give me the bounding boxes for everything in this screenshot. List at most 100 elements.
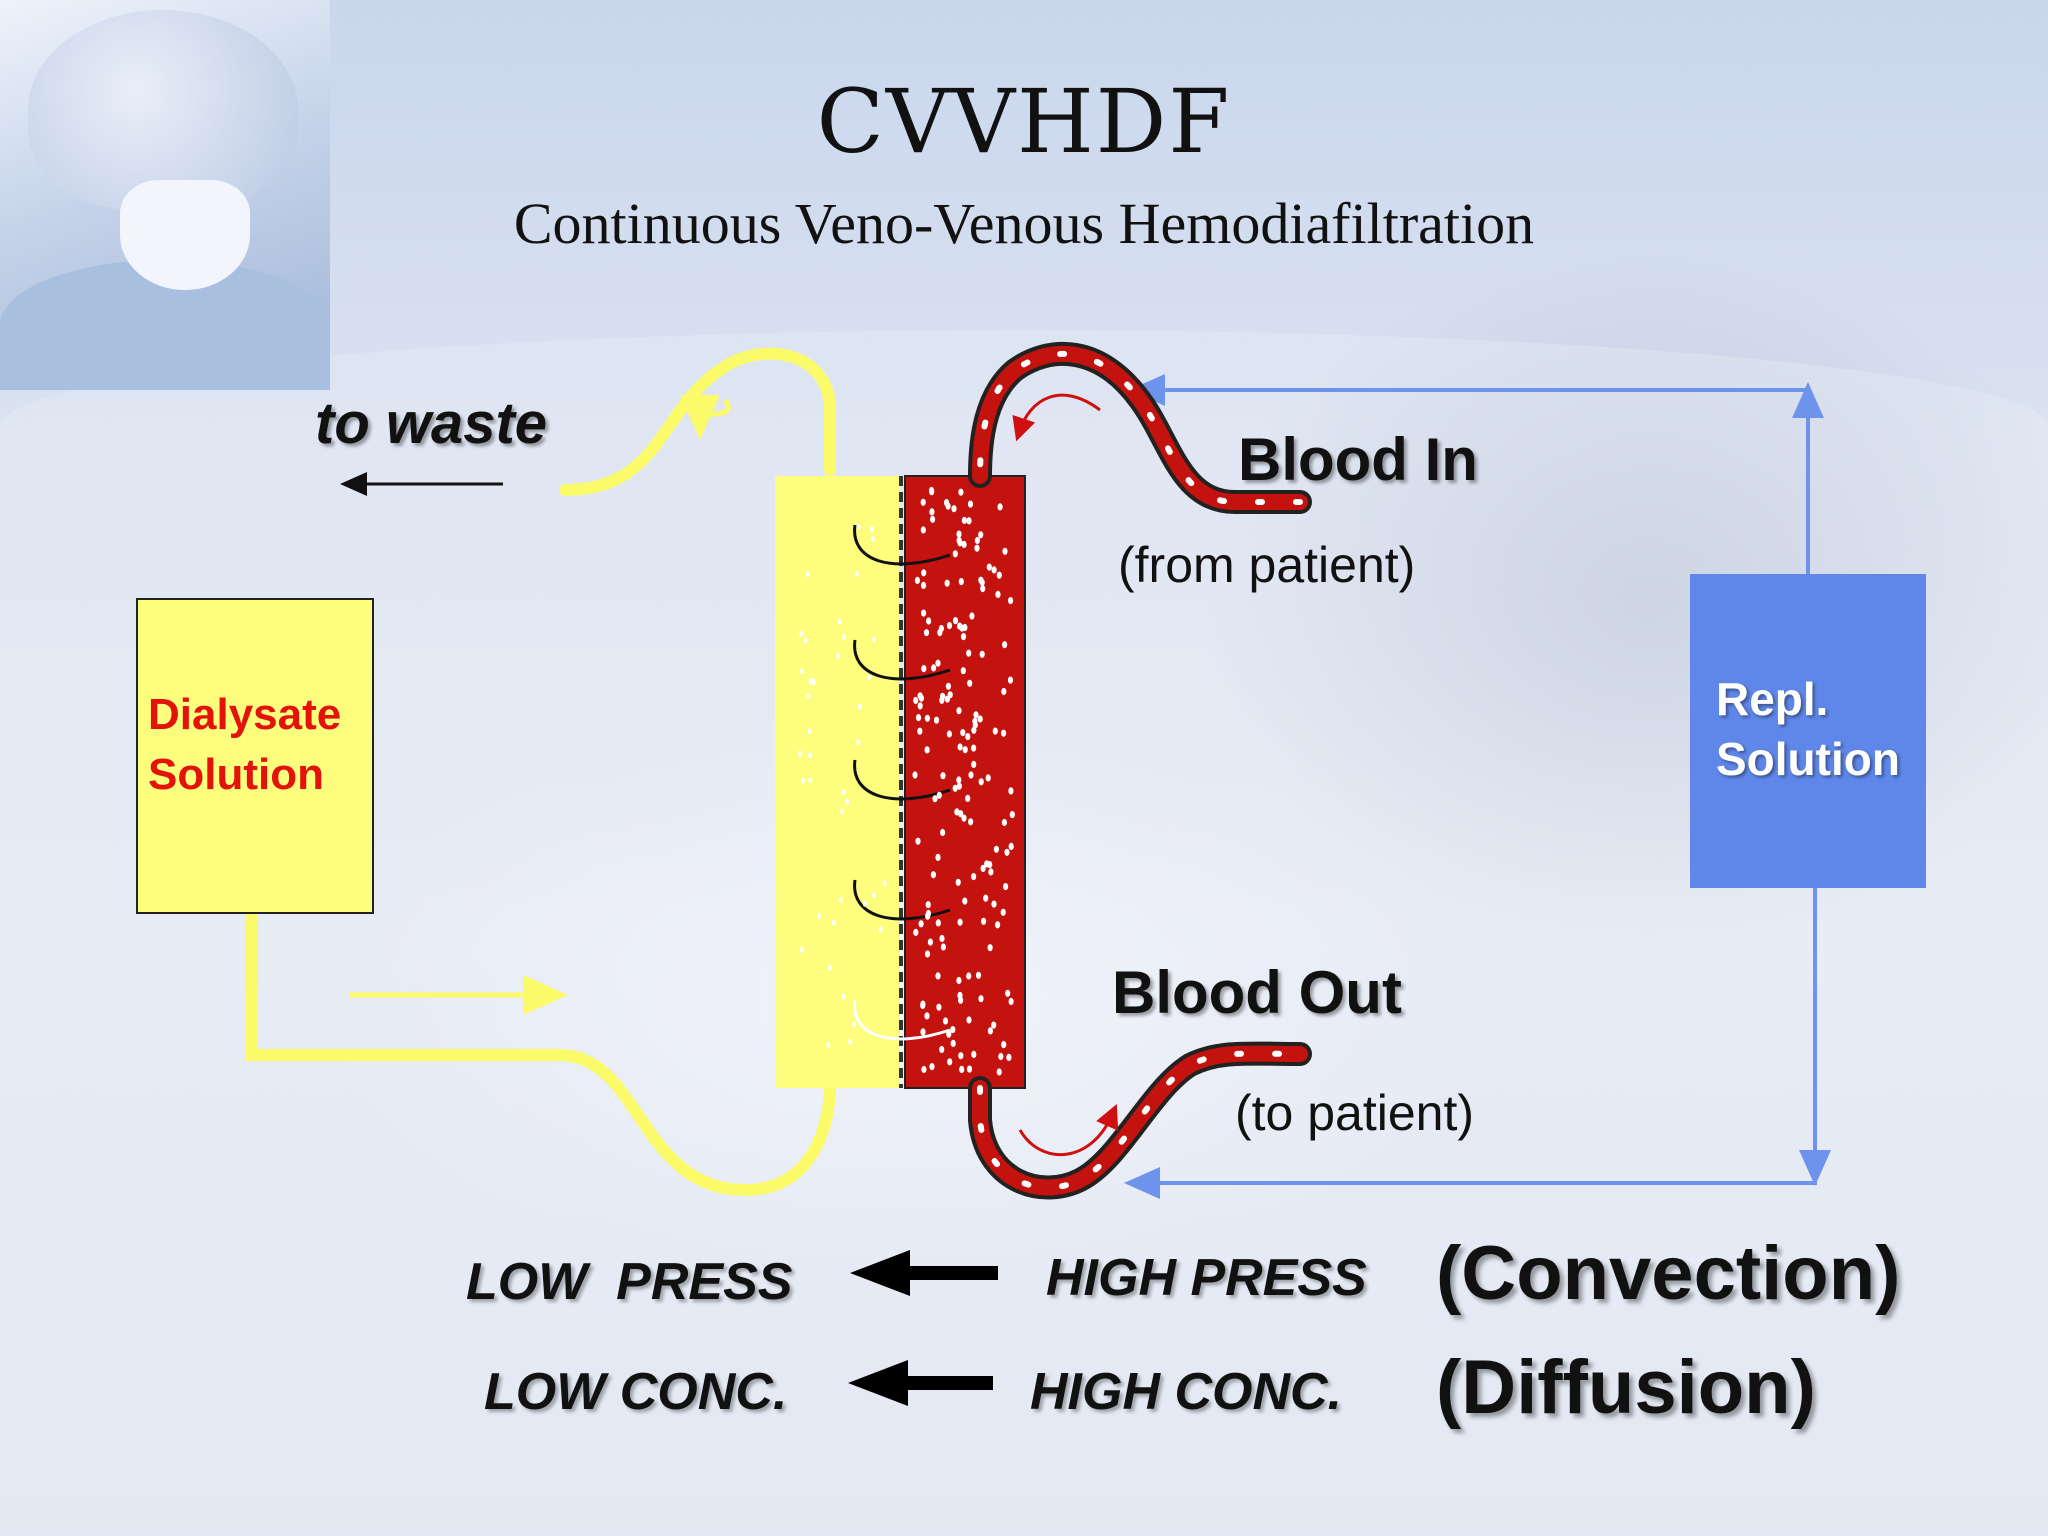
blood-solute-dot — [1007, 676, 1014, 684]
high-press-label: HIGH PRESS — [1046, 1249, 1367, 1307]
dialysate-solute-dot — [798, 750, 802, 757]
blood-solute-dot — [933, 716, 940, 724]
dialysate-solute-dot — [856, 739, 861, 746]
blood-solute-dot — [958, 1052, 964, 1060]
blood-solute-dot — [986, 563, 992, 571]
dialysate-solute-dot — [831, 919, 836, 926]
blood-solute-dot — [935, 853, 941, 862]
blood-solute-dot — [978, 778, 984, 786]
blood-solute-dot — [950, 1039, 956, 1047]
blood-solute-dot — [985, 774, 991, 782]
blood-solute-dot — [950, 1026, 956, 1034]
blood-in-tubing — [968, 341, 1312, 514]
dialysate-solute-dot — [878, 926, 883, 933]
blood-solute-dot — [1008, 842, 1014, 851]
blood-solute-dot — [973, 711, 979, 719]
dialysate-solute-dot — [800, 777, 805, 784]
blood-solute-dot — [913, 696, 919, 705]
blood-solute-dot — [965, 733, 971, 741]
blood-solute-dot — [921, 665, 927, 673]
dialysate-solute-dot — [808, 777, 813, 784]
blood-solute-dot — [940, 828, 946, 837]
dialysate-solute-dot — [842, 634, 847, 640]
dialysate-solute-dot — [806, 693, 811, 700]
dialysate-solute-dot — [803, 637, 808, 644]
blood-solute-dot — [921, 569, 927, 577]
blood-solute-dot — [944, 695, 951, 703]
blood-solute-dot — [924, 950, 931, 958]
replacement-solution-bag: Repl. Solution — [1690, 574, 1926, 888]
blood-solute-dot — [960, 633, 967, 641]
blood-solute-dot — [968, 818, 974, 826]
from-patient-label: (from patient) — [1118, 537, 1416, 593]
filter-dialysate-compartment — [775, 476, 900, 1088]
blood-solute-dot — [1005, 989, 1011, 997]
blood-in-label: Blood In — [1238, 426, 1478, 493]
blood-solute-dot — [923, 629, 930, 637]
slide-title: CVVHDF — [816, 70, 1232, 173]
blood-solute-dot — [967, 500, 974, 508]
blood-solute-dot — [983, 894, 989, 902]
dialysate-solute-dot — [854, 570, 859, 577]
blood-solute-dot — [1009, 811, 1015, 819]
gradient-arrows — [848, 1250, 998, 1406]
dialysate-label-line1: Dialysate — [148, 690, 342, 739]
dialysate-solute-dot — [817, 912, 822, 919]
blood-solute-dot — [971, 744, 977, 752]
blood-solute-dot — [939, 934, 945, 943]
blood-solute-dot — [920, 1028, 926, 1036]
blood-solute-dot — [920, 526, 926, 534]
blood-solute-dot — [959, 624, 965, 632]
blood-solute-dot — [958, 488, 964, 496]
dialysate-solute-dot — [799, 630, 804, 637]
blood-solute-dot — [921, 1065, 927, 1074]
dialysate-solute-dot — [856, 523, 861, 530]
surgical-cap-shape — [28, 10, 298, 210]
blood-solute-dot — [920, 498, 926, 506]
filter-blood-compartment — [904, 475, 1026, 1089]
replacement-label-line1: Repl. — [1716, 673, 1829, 725]
dialysate-label: Dialysate Solution — [148, 685, 341, 805]
blood-solute-dot — [917, 727, 923, 735]
dialysate-solute-dot — [805, 571, 810, 578]
blood-solute-dot — [995, 921, 1001, 929]
blood-solute-dot — [966, 1016, 972, 1024]
blood-solute-dot — [961, 516, 968, 525]
replacement-label-line2: Solution — [1716, 733, 1900, 785]
blood-solute-dot — [936, 791, 942, 799]
low-conc-label: LOW CONC. — [484, 1363, 788, 1421]
high-conc-label: HIGH CONC. — [1030, 1363, 1342, 1421]
blood-solute-dot — [924, 746, 930, 754]
blood-solute-dot — [993, 845, 1000, 853]
blood-solute-dot — [1000, 908, 1006, 916]
diffusion-label: (Diffusion) — [1436, 1345, 1816, 1430]
blood-solute-dot — [924, 1012, 930, 1020]
blood-solute-dot — [955, 878, 961, 886]
blood-solute-dot — [984, 860, 990, 868]
blood-solute-dot — [935, 659, 941, 667]
blood-solute-dot — [957, 991, 963, 1000]
dialysate-solute-dot — [872, 636, 877, 643]
dialysate-solute-dot — [862, 900, 867, 907]
blood-solute-dot — [992, 727, 998, 735]
blood-solute-dot — [971, 1050, 977, 1058]
dialysate-solute-dot — [835, 653, 840, 659]
blood-solute-dot — [952, 617, 959, 625]
blood-solute-dot — [995, 590, 1001, 599]
blood-solute-dot — [962, 897, 968, 905]
dialysate-solute-dot — [841, 789, 846, 796]
blood-solute-dot — [956, 536, 962, 545]
blood-solute-dot — [959, 1065, 965, 1073]
blood-solute-dot — [1004, 848, 1010, 856]
blood-solute-dot — [998, 1052, 1004, 1061]
blood-solute-dot — [974, 544, 980, 552]
blood-solute-dot — [957, 918, 963, 926]
blood-solute-dot — [988, 868, 994, 876]
blood-solute-dot — [945, 502, 951, 510]
blood-solute-dot — [929, 1063, 935, 1071]
blood-solute-dot — [945, 682, 952, 690]
blood-solute-dot — [956, 782, 962, 790]
blood-solute-dot — [1001, 818, 1008, 827]
to-patient-label: (to patient) — [1235, 1085, 1475, 1141]
blood-solute-dot — [1008, 597, 1014, 605]
